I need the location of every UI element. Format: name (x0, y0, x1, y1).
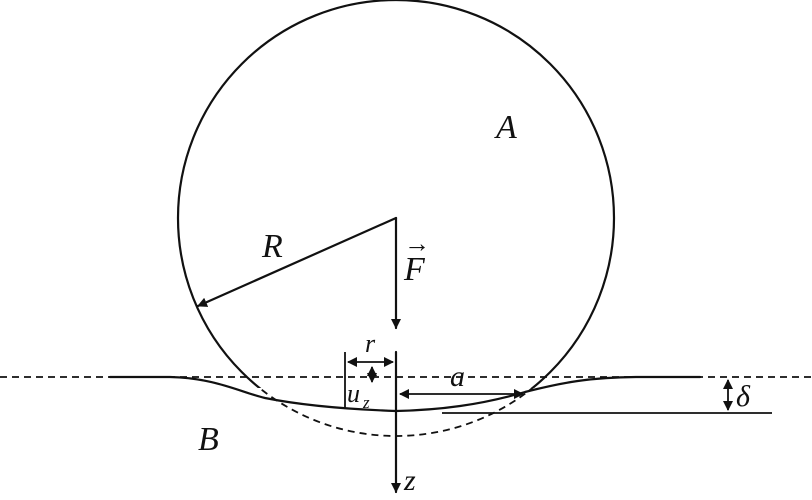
label-indentation-depth: δ (736, 380, 751, 413)
label-body-a: A (494, 109, 517, 146)
label-displacement-subscript: z (362, 393, 370, 412)
label-body-b: B (198, 421, 219, 458)
label-force-vector-mark: → (404, 229, 430, 258)
label-radius: R (261, 228, 283, 265)
label-force: F (403, 251, 426, 288)
label-z-axis: z (403, 464, 416, 497)
label-radial-coordinate: r (365, 329, 376, 358)
radius-arrow (196, 216, 398, 308)
label-displacement: u (347, 379, 360, 408)
sphere-a-outline (176, 0, 616, 388)
label-contact-radius: a (450, 360, 465, 393)
